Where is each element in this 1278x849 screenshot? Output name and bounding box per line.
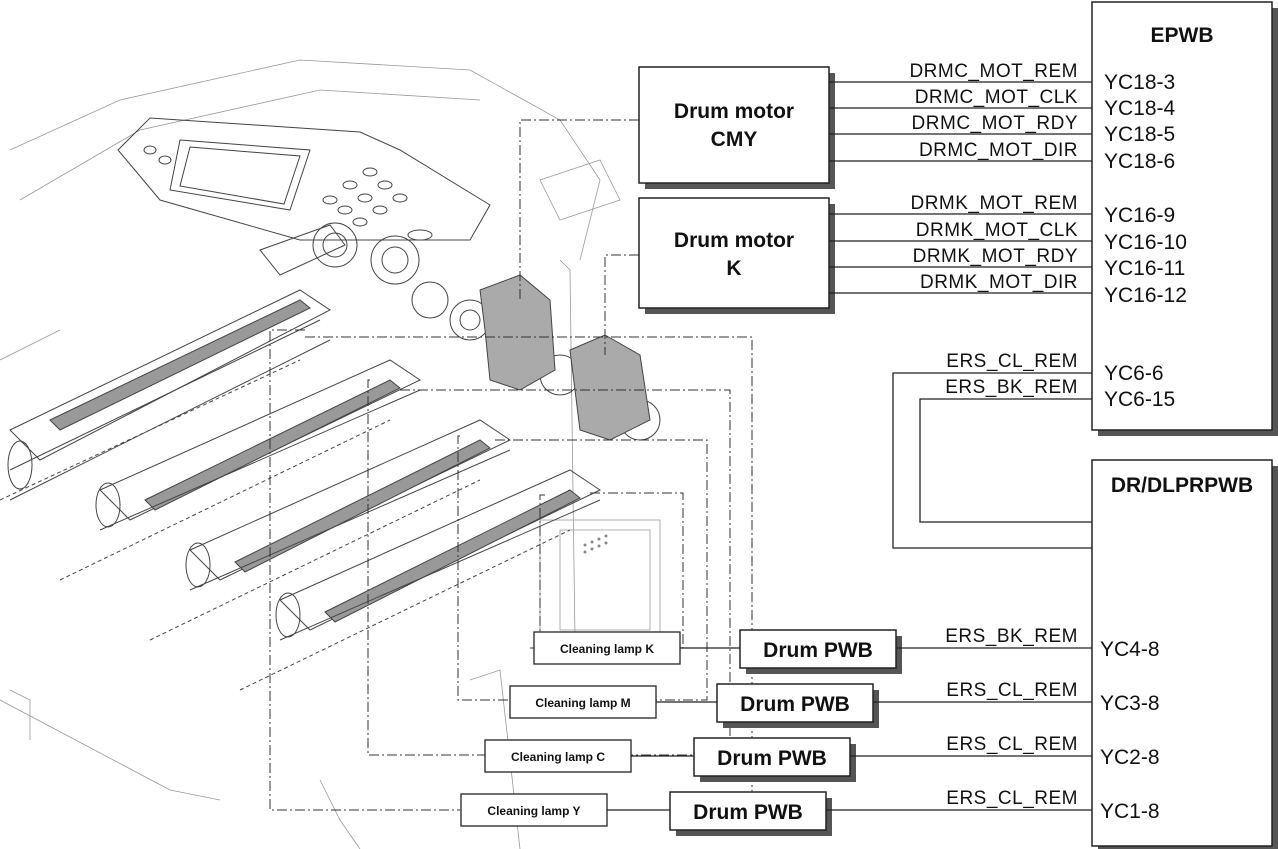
pin-label: YC4-8 bbox=[1100, 638, 1160, 661]
pin-label: YC2-8 bbox=[1100, 746, 1160, 769]
drum-motor-k-wires: DRMK_MOT_REM DRMK_MOT_CLK DRMK_MOT_RDY D… bbox=[829, 193, 1187, 307]
drum-motor-k-label-1: Drum motor bbox=[674, 229, 794, 252]
cleaning-lamp-y: Cleaning lamp Y bbox=[487, 804, 580, 818]
cleaning-lamp-c: Cleaning lamp C bbox=[511, 750, 605, 764]
pin-label: YC18-4 bbox=[1104, 97, 1176, 120]
pin-label: YC18-3 bbox=[1104, 71, 1175, 94]
signal-label: DRMC_MOT_REM bbox=[909, 61, 1078, 82]
signal-label: ERS_BK_REM bbox=[945, 626, 1078, 647]
drum-motor-k-label-2: K bbox=[726, 257, 741, 280]
drum-motor-cmy-label-2: CMY bbox=[711, 128, 758, 151]
drum-pwb-m: Drum PWB bbox=[740, 693, 850, 716]
pin-label: YC18-6 bbox=[1104, 150, 1175, 173]
drum-row-k: Cleaning lamp K Drum PWB ERS_BK_REM YC4-… bbox=[534, 626, 1160, 674]
drum-row-y: Cleaning lamp Y Drum PWB ERS_CL_REM YC1-… bbox=[461, 788, 1160, 836]
pin-label: YC16-11 bbox=[1104, 257, 1185, 280]
cleaning-lamp-k: Cleaning lamp K bbox=[560, 642, 654, 656]
drum-pwb-y: Drum PWB bbox=[693, 801, 803, 824]
drdlprpwb-title: DR/DLPRPWB bbox=[1111, 474, 1253, 497]
pin-label: YC3-8 bbox=[1100, 692, 1160, 715]
pin-label: YC16-10 bbox=[1104, 231, 1187, 254]
signal-label: ERS_CL_REM bbox=[946, 734, 1078, 755]
signal-label: DRMK_MOT_RDY bbox=[913, 246, 1078, 267]
signal-label: ERS_CL_REM bbox=[946, 680, 1078, 701]
cleaning-lamp-m: Cleaning lamp M bbox=[535, 696, 630, 710]
drum-pwb-c: Drum PWB bbox=[717, 747, 827, 770]
drum-row-c: Cleaning lamp C Drum PWB ERS_CL_REM YC2-… bbox=[485, 734, 1160, 782]
pin-label: YC6-15 bbox=[1104, 388, 1175, 411]
drum-motor-cmy-label-1: Drum motor bbox=[674, 100, 794, 123]
signal-label: ERS_CL_REM bbox=[946, 788, 1078, 809]
drum-unit-2 bbox=[96, 282, 490, 530]
signal-label: ERS_BK_REM bbox=[945, 377, 1078, 398]
drum-motor-cmy-box: Drum motor CMY bbox=[639, 67, 835, 189]
drum-motor-k-part bbox=[570, 335, 650, 440]
pin-label: YC16-9 bbox=[1104, 204, 1175, 227]
signal-label: DRMC_MOT_CLK bbox=[915, 87, 1078, 108]
pin-label: YC1-8 bbox=[1100, 800, 1160, 823]
drum-unit-1 bbox=[8, 223, 419, 500]
signal-label: DRMK_MOT_DIR bbox=[920, 272, 1078, 293]
vent-holes bbox=[584, 535, 608, 554]
epwb-title: EPWB bbox=[1151, 24, 1214, 47]
drum-motor-cmy-wires: DRMC_MOT_REM DRMC_MOT_CLK DRMC_MOT_RDY D… bbox=[829, 61, 1176, 173]
signal-label: DRMK_MOT_CLK bbox=[916, 220, 1078, 241]
signal-label: DRMC_MOT_RDY bbox=[912, 113, 1078, 134]
signal-label: DRMK_MOT_REM bbox=[910, 193, 1078, 214]
drum-motor-k-box: Drum motor K bbox=[639, 198, 835, 314]
drum-row-m: Cleaning lamp M Drum PWB ERS_CL_REM YC3-… bbox=[510, 680, 1160, 728]
pin-label: YC18-5 bbox=[1104, 123, 1175, 146]
drum-pwb-k: Drum PWB bbox=[763, 639, 873, 662]
pin-label: YC16-12 bbox=[1104, 284, 1187, 307]
signal-label: ERS_CL_REM bbox=[946, 351, 1078, 372]
drum-motor-cmy-part bbox=[480, 275, 555, 390]
machine-illustration bbox=[0, 60, 660, 849]
signal-label: DRMC_MOT_DIR bbox=[919, 140, 1078, 161]
pin-label: YC6-6 bbox=[1104, 362, 1164, 385]
